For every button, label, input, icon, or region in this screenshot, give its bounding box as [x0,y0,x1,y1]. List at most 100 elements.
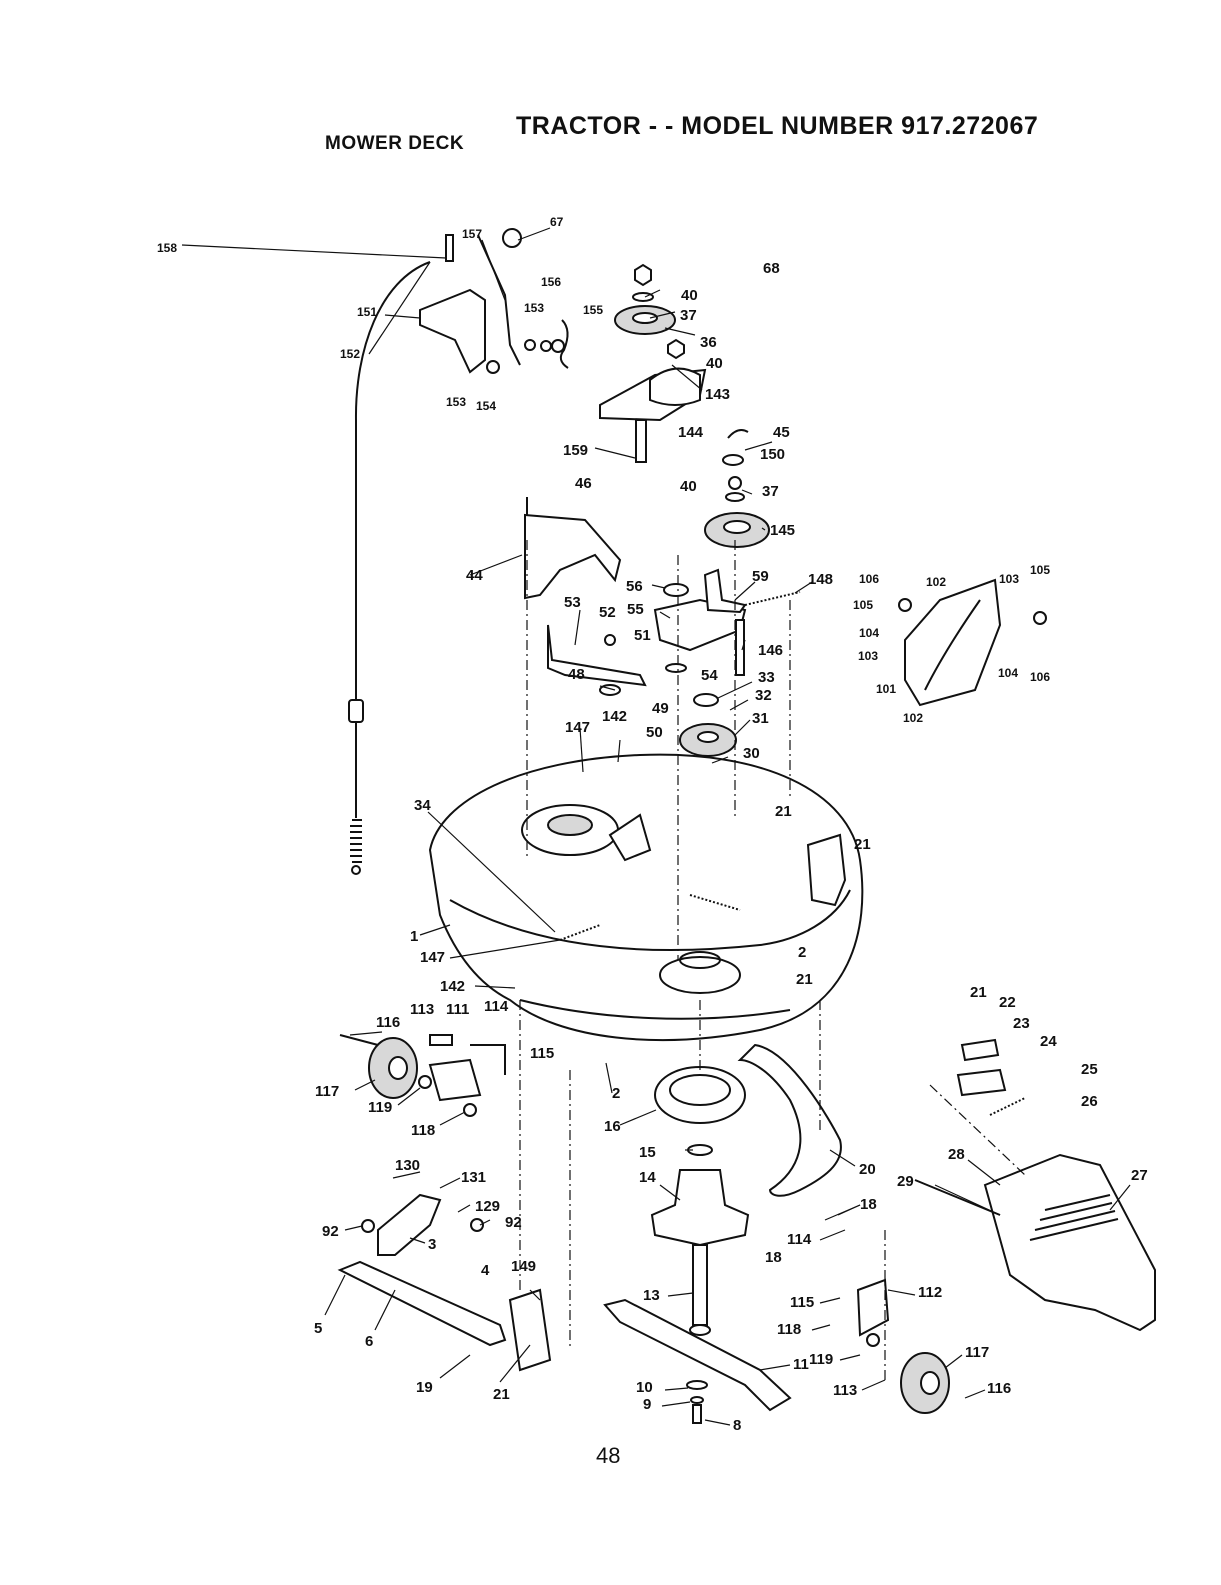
callout-131: 131 [461,1169,486,1186]
callout-8: 8 [733,1417,741,1434]
callout-21: 21 [775,803,792,820]
spindle-housing [650,1169,750,1247]
callout-104b: 104 [998,666,1018,680]
callout-102b: 102 [903,711,923,725]
callout-54: 54 [701,667,718,684]
callout-18: 18 [860,1196,877,1213]
callout-21b: 21 [854,836,871,853]
callout-150: 150 [760,446,785,463]
callout-119: 119 [368,1099,392,1116]
callout-5: 5 [314,1320,322,1337]
callout-157: 157 [462,227,482,241]
callout-115b: 115 [790,1294,814,1311]
callout-146: 146 [758,642,783,659]
callout-114: 114 [484,998,509,1015]
callout-105: 105 [1030,563,1050,577]
callout-106b: 106 [1030,670,1050,684]
callout-113: 113 [410,1001,434,1018]
callout-28: 28 [948,1146,965,1163]
callout-29: 29 [897,1173,914,1190]
callout-154: 154 [476,399,496,413]
callout-67: 67 [550,215,564,229]
callout-46: 46 [575,475,592,492]
discharge-chute [983,1153,1156,1332]
callout-151: 151 [357,305,377,319]
callout-142: 142 [602,708,627,725]
callout-50: 50 [646,724,663,741]
callout-114b: 114 [787,1231,812,1248]
callout-130: 130 [395,1157,420,1174]
callout-19: 19 [416,1379,433,1396]
callout-30: 30 [743,745,760,762]
callout-103b: 103 [858,649,878,663]
callout-106: 106 [859,572,879,586]
callout-143: 143 [705,386,730,403]
callout-21e: 21 [493,1386,510,1403]
callout-119b: 119 [809,1351,833,1368]
callout-51: 51 [634,627,651,644]
callout-13: 13 [643,1287,660,1304]
callout-59: 59 [752,568,769,585]
callout-102: 102 [926,575,946,589]
callout-34: 34 [414,797,431,814]
callout-159: 159 [563,442,588,459]
callout-149: 149 [511,1258,536,1275]
callout-153: 153 [524,301,544,315]
callout-55: 55 [627,601,644,618]
callout-labels: 158 157 67 151 156 153 155 152 153 154 4… [157,215,1148,1434]
callout-2b: 2 [612,1085,620,1102]
callout-3: 3 [428,1236,436,1253]
callout-11: 11 [793,1356,809,1373]
callout-26: 26 [1081,1093,1098,1110]
callout-40: 40 [681,287,698,304]
callout-20: 20 [859,1161,876,1178]
callout-103: 103 [999,572,1019,586]
callout-118: 118 [411,1122,435,1139]
callout-153b: 153 [446,395,466,409]
callout-56: 56 [626,578,643,595]
callout-105b: 105 [853,598,873,612]
callout-111: 111 [446,1001,469,1018]
callout-144: 144 [678,424,704,441]
blade [603,1298,792,1412]
section-title: MOWER DECK [325,133,465,154]
callout-9: 9 [643,1396,651,1413]
callout-15: 15 [639,1144,656,1161]
front-link [337,1260,507,1347]
callout-1: 1 [410,928,418,945]
callout-152: 152 [340,347,360,361]
callout-53: 53 [564,594,581,611]
part-drawings [337,228,1156,1424]
leader-lines [181,227,1131,1426]
callout-68: 68 [763,260,780,277]
callout-116b: 116 [987,1380,1011,1397]
diagram-title: TRACTOR - - MODEL NUMBER 917.272067 [516,112,1039,140]
callout-36: 36 [700,334,717,351]
callout-22: 22 [999,994,1016,1011]
callout-101: 101 [876,682,896,696]
callout-116: 116 [376,1014,400,1031]
center-lines [519,540,1026,1380]
spindle-shaft [692,1244,708,1326]
callout-142b: 142 [440,978,465,995]
lift-bracket [419,288,486,374]
callout-40b: 40 [706,355,723,372]
callout-92b: 92 [505,1214,522,1231]
callout-113b: 113 [833,1382,857,1399]
callout-117b: 117 [965,1344,989,1361]
belt-guard [524,513,622,600]
callout-145: 145 [770,522,795,539]
callout-2: 2 [798,944,806,961]
callout-33: 33 [758,669,775,686]
callout-37b: 37 [762,483,779,500]
callout-92: 92 [322,1223,339,1240]
callout-147: 147 [565,719,590,736]
callout-49: 49 [652,700,669,717]
callout-118b: 118 [777,1321,801,1338]
front-bracket [377,1193,442,1256]
callout-21c: 21 [796,971,813,988]
callout-24: 24 [1040,1033,1057,1050]
callout-148: 148 [808,571,833,588]
callout-112: 112 [918,1284,942,1301]
